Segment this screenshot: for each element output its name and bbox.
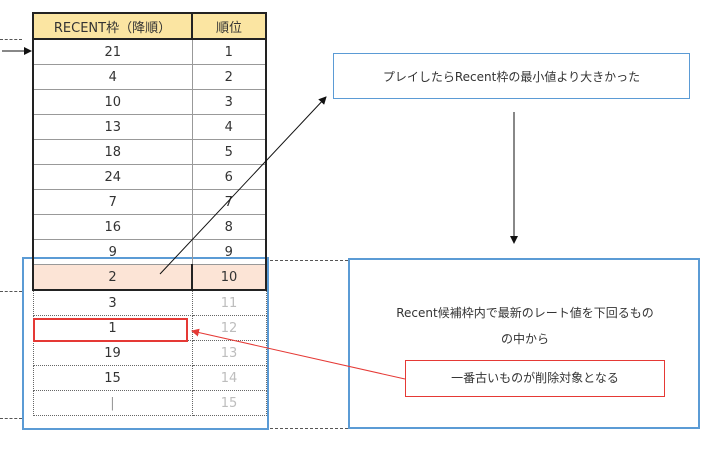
value-cell: 9 xyxy=(32,239,193,265)
guide-line-top-left xyxy=(0,39,22,40)
value-cell: 15 xyxy=(32,365,193,391)
header-recent: RECENT枠（降順） xyxy=(32,12,193,40)
rank-cell: 2 xyxy=(191,64,267,90)
candidate-row: |15 xyxy=(32,390,267,416)
rank-cell: 14 xyxy=(191,365,267,391)
callout-red: 一番古いものが削除対象となる xyxy=(405,360,665,397)
value-cell: 13 xyxy=(32,114,193,140)
guide-line-mid-left xyxy=(0,291,22,292)
rank-cell: 6 xyxy=(191,164,267,190)
guide-line-bottom-left xyxy=(0,418,22,419)
arrow-to-top-callout xyxy=(159,96,327,275)
value-cell: 10 xyxy=(32,89,193,115)
callout-red-text: 一番古いものが削除対象となる xyxy=(451,371,619,385)
guide-line-bottom-right xyxy=(270,428,348,429)
value-cell: 3 xyxy=(32,289,193,316)
guide-line-mid-right xyxy=(270,260,348,261)
target-highlight xyxy=(33,318,188,342)
value-cell: 21 xyxy=(32,38,193,65)
value-cell: 7 xyxy=(32,189,193,215)
callout-right-line2: の中から xyxy=(500,332,549,346)
callout-right-line1: Recent候補枠内で最新のレート値を下回るもの xyxy=(396,306,654,320)
value-cell: 16 xyxy=(32,214,193,240)
rank-cell: 3 xyxy=(191,89,267,115)
callout-top-text: プレイしたらRecent枠の最小値より大きかった xyxy=(382,70,641,84)
rank-cell: 13 xyxy=(191,340,267,366)
rank-cell: 12 xyxy=(191,315,267,341)
callout-right xyxy=(348,258,700,429)
value-cell: 4 xyxy=(32,64,193,90)
header-rank: 順位 xyxy=(191,12,267,40)
rank-cell: 9 xyxy=(191,239,267,265)
rank-cell: 5 xyxy=(191,139,267,165)
rank-cell: 7 xyxy=(191,189,267,215)
rank-cell: 15 xyxy=(191,390,267,416)
value-cell: | xyxy=(32,390,193,416)
rank-cell: 4 xyxy=(191,114,267,140)
rank-cell: 10 xyxy=(191,264,267,291)
arrow-to-target xyxy=(191,328,406,380)
rank-cell: 1 xyxy=(191,38,267,65)
callout-top: プレイしたらRecent枠の最小値より大きかった xyxy=(333,53,690,99)
